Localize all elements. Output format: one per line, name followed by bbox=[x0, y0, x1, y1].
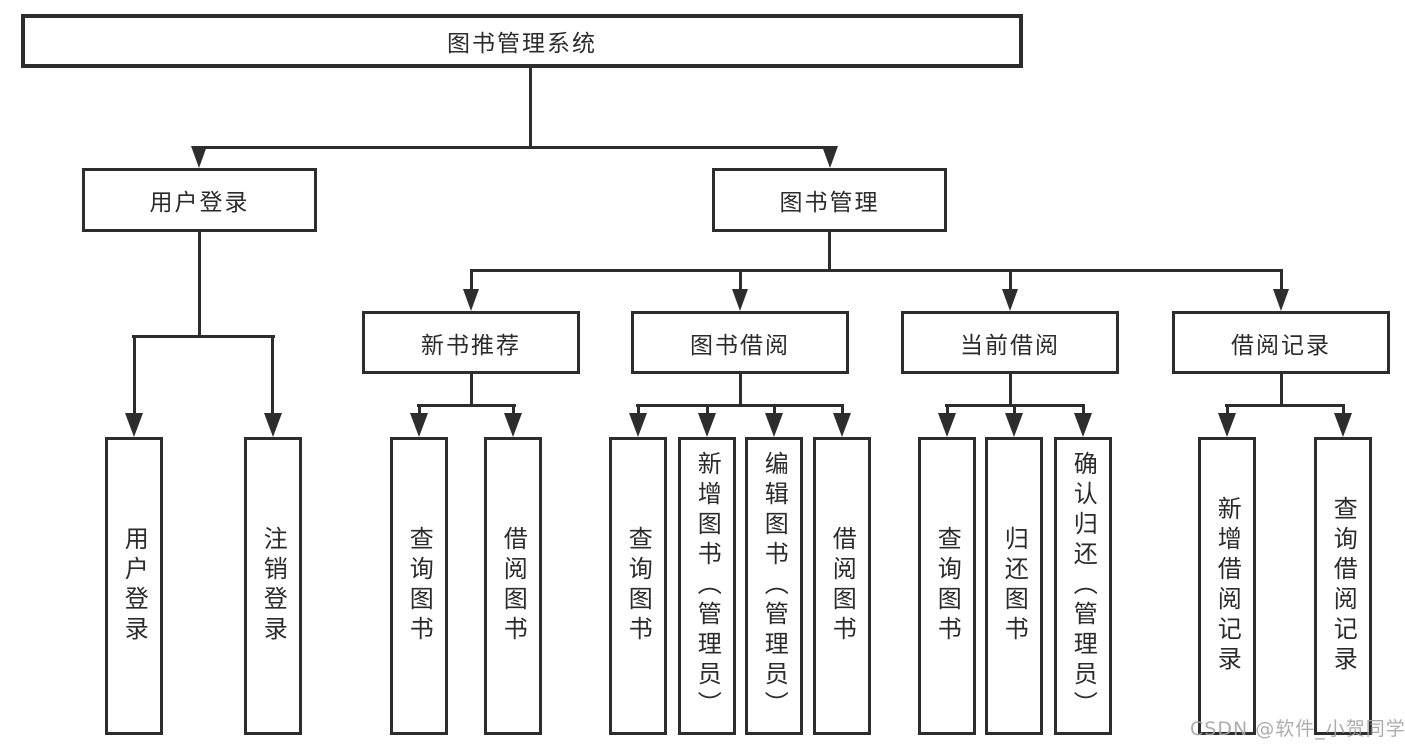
node-borrow-records: 借阅记录 bbox=[1172, 311, 1390, 374]
node-label: 新书推荐 bbox=[421, 332, 521, 359]
connector-line bbox=[706, 404, 709, 416]
connector-line bbox=[417, 404, 516, 407]
connector-line bbox=[946, 404, 949, 416]
node-user-login: 用户登录 bbox=[82, 168, 317, 232]
connector-line bbox=[637, 404, 640, 416]
node-label: 编辑图书（管理员） bbox=[760, 451, 789, 721]
leaf-search-books-borrow: 查询图书 bbox=[609, 437, 667, 735]
arrow-down-icon bbox=[1334, 413, 1352, 437]
connector-line bbox=[512, 404, 515, 416]
connector-line bbox=[773, 404, 776, 416]
arrow-down-icon bbox=[938, 413, 956, 437]
node-label: 确认归还（管理员） bbox=[1069, 451, 1098, 721]
connector-line bbox=[841, 404, 844, 416]
node-label: 注销登录 bbox=[259, 526, 288, 646]
node-new-book-recommend: 新书推荐 bbox=[362, 311, 580, 374]
arrow-down-icon bbox=[191, 146, 207, 168]
arrow-down-icon bbox=[833, 413, 851, 437]
node-label: 归还图书 bbox=[1000, 526, 1029, 646]
leaf-return-books: 归还图书 bbox=[985, 437, 1043, 735]
node-label: 借阅图书 bbox=[499, 526, 528, 646]
node-label: 新增图书（管理员） bbox=[693, 451, 722, 721]
node-label: 图书管理 bbox=[779, 190, 880, 216]
arrow-down-icon bbox=[463, 289, 479, 311]
arrow-down-icon bbox=[629, 413, 647, 437]
leaf-search-borrow-record: 查询借阅记录 bbox=[1314, 437, 1372, 735]
node-label: 图书管理系统 bbox=[447, 31, 597, 57]
connector-line bbox=[470, 269, 1282, 272]
arrow-down-icon bbox=[504, 413, 522, 437]
csdn-watermark: CSDN @软件_小贺同学 bbox=[1190, 718, 1405, 740]
arrow-down-icon bbox=[125, 413, 143, 437]
node-label: 新增借阅记录 bbox=[1213, 496, 1242, 676]
arrow-down-icon bbox=[1074, 413, 1092, 437]
connector-line bbox=[132, 335, 275, 338]
leaf-borrow-books-recommend: 借阅图书 bbox=[484, 437, 542, 735]
connector-line bbox=[1342, 404, 1345, 416]
connector-line bbox=[636, 404, 844, 407]
node-label: 查询图书 bbox=[624, 526, 653, 646]
connector-line bbox=[470, 269, 473, 292]
arrow-down-icon bbox=[410, 413, 428, 437]
connector-line bbox=[1225, 404, 1345, 407]
leaf-confirm-return-admin: 确认归还（管理员） bbox=[1054, 437, 1112, 735]
node-library-system: 图书管理系统 bbox=[21, 14, 1023, 68]
arrow-down-icon bbox=[698, 413, 716, 437]
connector-line bbox=[197, 146, 832, 149]
leaf-search-books-current: 查询图书 bbox=[918, 437, 976, 735]
connector-line bbox=[1013, 404, 1016, 416]
arrow-down-icon bbox=[1002, 289, 1018, 311]
leaf-logout: 注销登录 bbox=[244, 437, 302, 735]
arrow-down-icon bbox=[1218, 413, 1236, 437]
leaf-borrow-books: 借阅图书 bbox=[813, 437, 871, 735]
node-label: 借阅记录 bbox=[1231, 332, 1331, 359]
arrow-down-icon bbox=[1273, 289, 1289, 311]
node-current-borrow: 当前借阅 bbox=[901, 311, 1119, 374]
arrow-down-icon bbox=[732, 289, 748, 311]
arrow-down-icon bbox=[822, 146, 838, 168]
connector-line bbox=[529, 66, 532, 149]
connector-line bbox=[828, 230, 831, 272]
arrow-down-icon bbox=[765, 413, 783, 437]
leaf-user-login: 用户登录 bbox=[105, 437, 163, 735]
connector-line bbox=[198, 230, 201, 338]
connector-line bbox=[271, 335, 274, 416]
node-label: 查询图书 bbox=[405, 526, 434, 646]
node-label: 图书借阅 bbox=[690, 332, 790, 359]
leaf-add-books-admin: 新增图书（管理员） bbox=[678, 437, 736, 735]
node-label: 借阅图书 bbox=[828, 526, 857, 646]
connector-line bbox=[1226, 404, 1229, 416]
node-label: 当前借阅 bbox=[960, 332, 1060, 359]
arrow-down-icon bbox=[264, 413, 282, 437]
node-book-borrow: 图书借阅 bbox=[631, 311, 849, 374]
connector-line bbox=[1009, 269, 1012, 292]
node-label: 查询图书 bbox=[933, 526, 962, 646]
leaf-edit-books-admin: 编辑图书（管理员） bbox=[745, 437, 803, 735]
connector-line bbox=[739, 372, 742, 407]
connector-line bbox=[133, 335, 136, 416]
node-label: 查询借阅记录 bbox=[1329, 496, 1358, 676]
connector-line bbox=[1280, 269, 1283, 292]
leaf-add-borrow-record: 新增借阅记录 bbox=[1198, 437, 1256, 735]
connector-line bbox=[418, 404, 421, 416]
connector-line bbox=[1082, 404, 1085, 416]
connector-line bbox=[1280, 372, 1283, 407]
leaf-search-books-recommend: 查询图书 bbox=[390, 437, 448, 735]
node-label: 用户登录 bbox=[120, 526, 149, 646]
connector-line bbox=[1009, 372, 1012, 407]
connector-line bbox=[739, 269, 742, 292]
node-book-management: 图书管理 bbox=[712, 168, 947, 232]
arrow-down-icon bbox=[1005, 413, 1023, 437]
node-label: 用户登录 bbox=[149, 190, 250, 216]
connector-line bbox=[470, 372, 473, 407]
